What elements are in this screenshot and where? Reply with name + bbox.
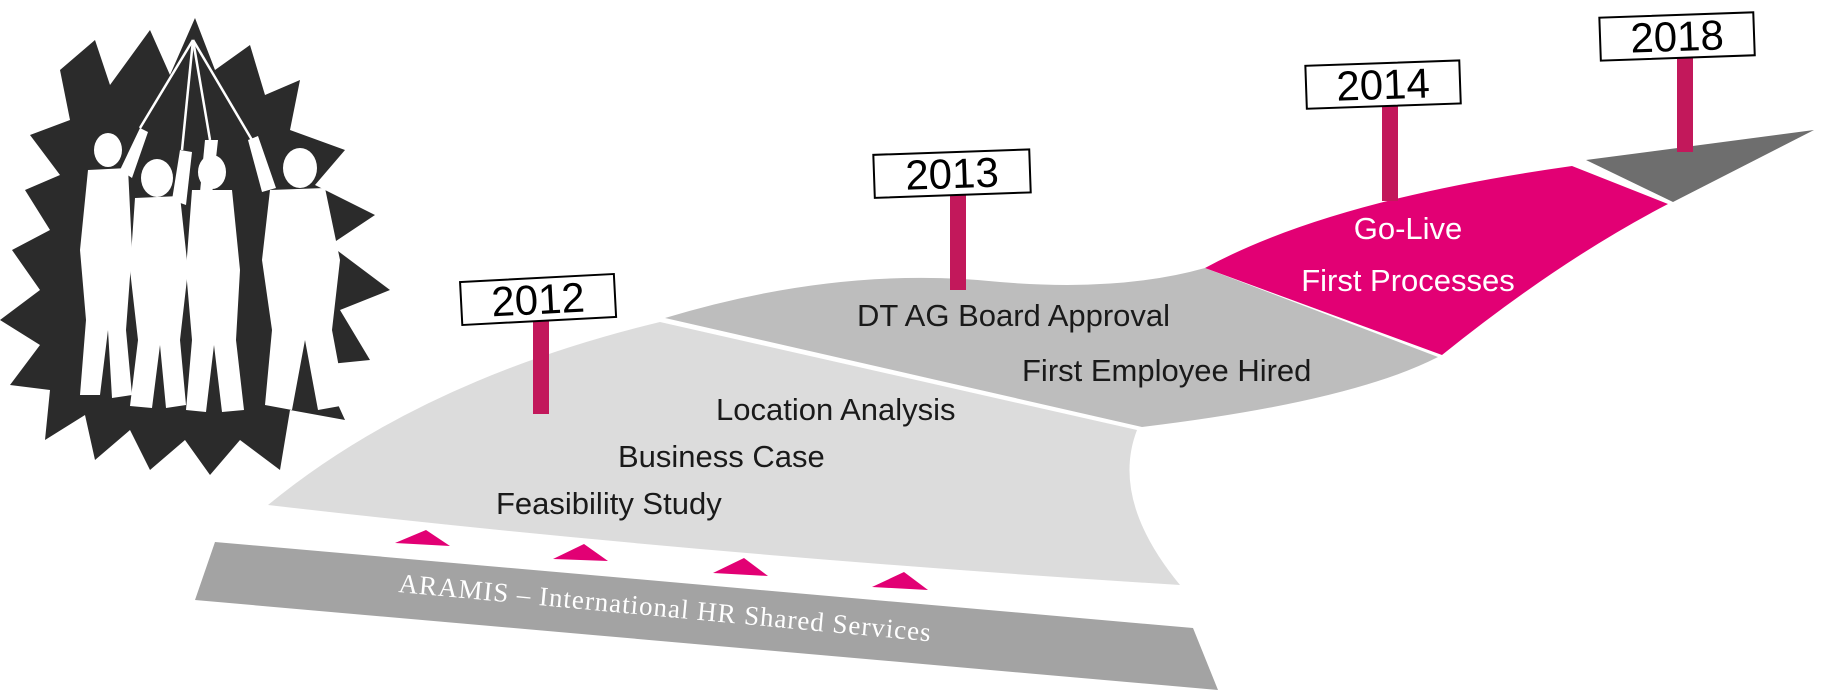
post-2013 xyxy=(950,194,966,290)
milestone-business-case: Business Case xyxy=(618,439,825,474)
milestone-first-processes: First Processes xyxy=(1301,263,1515,298)
segment-2014 xyxy=(1205,166,1668,355)
milestones-2013: DT AG Board Approval First Employee Hire… xyxy=(857,298,1311,388)
posts xyxy=(533,52,1693,414)
segment-2012 xyxy=(268,322,1180,585)
milestone-board-approval: DT AG Board Approval xyxy=(857,298,1170,333)
milestone-first-employee: First Employee Hired xyxy=(1022,353,1311,388)
year-sign-2012: 2012 xyxy=(459,272,618,327)
post-2012 xyxy=(533,314,549,414)
pink-arrows xyxy=(395,530,928,590)
pink-triangle-arrow-icon xyxy=(872,572,928,590)
segment-2013 xyxy=(665,268,1438,427)
pink-triangle-arrow-icon xyxy=(553,544,608,561)
post-2018 xyxy=(1677,52,1693,152)
aramis-banner xyxy=(195,542,1218,690)
milestone-location-analysis: Location Analysis xyxy=(716,392,956,427)
milestone-go-live: Go-Live xyxy=(1354,211,1463,246)
year-sign-2014: 2014 xyxy=(1304,59,1462,110)
milestone-feasibility-study: Feasibility Study xyxy=(496,486,722,521)
pink-triangle-arrow-icon xyxy=(713,558,768,576)
year-label: 2012 xyxy=(490,274,586,326)
year-label: 2018 xyxy=(1630,11,1725,61)
milestones-2012: Location Analysis Business Case Feasibil… xyxy=(496,392,956,521)
year-signs: 2012 2013 2014 2018 xyxy=(459,11,1756,327)
swords xyxy=(138,39,254,151)
post-2014 xyxy=(1382,105,1398,201)
people-silhouette-icon xyxy=(0,18,390,475)
year-label: 2014 xyxy=(1336,59,1431,109)
year-sign-2018: 2018 xyxy=(1598,11,1756,62)
milestones-2014: Go-Live First Processes xyxy=(1301,211,1515,298)
year-label: 2013 xyxy=(905,149,1000,199)
year-sign-2013: 2013 xyxy=(872,148,1032,199)
segment-2018 xyxy=(1586,130,1814,202)
pink-triangle-arrow-icon xyxy=(395,530,450,546)
figures xyxy=(80,128,346,412)
